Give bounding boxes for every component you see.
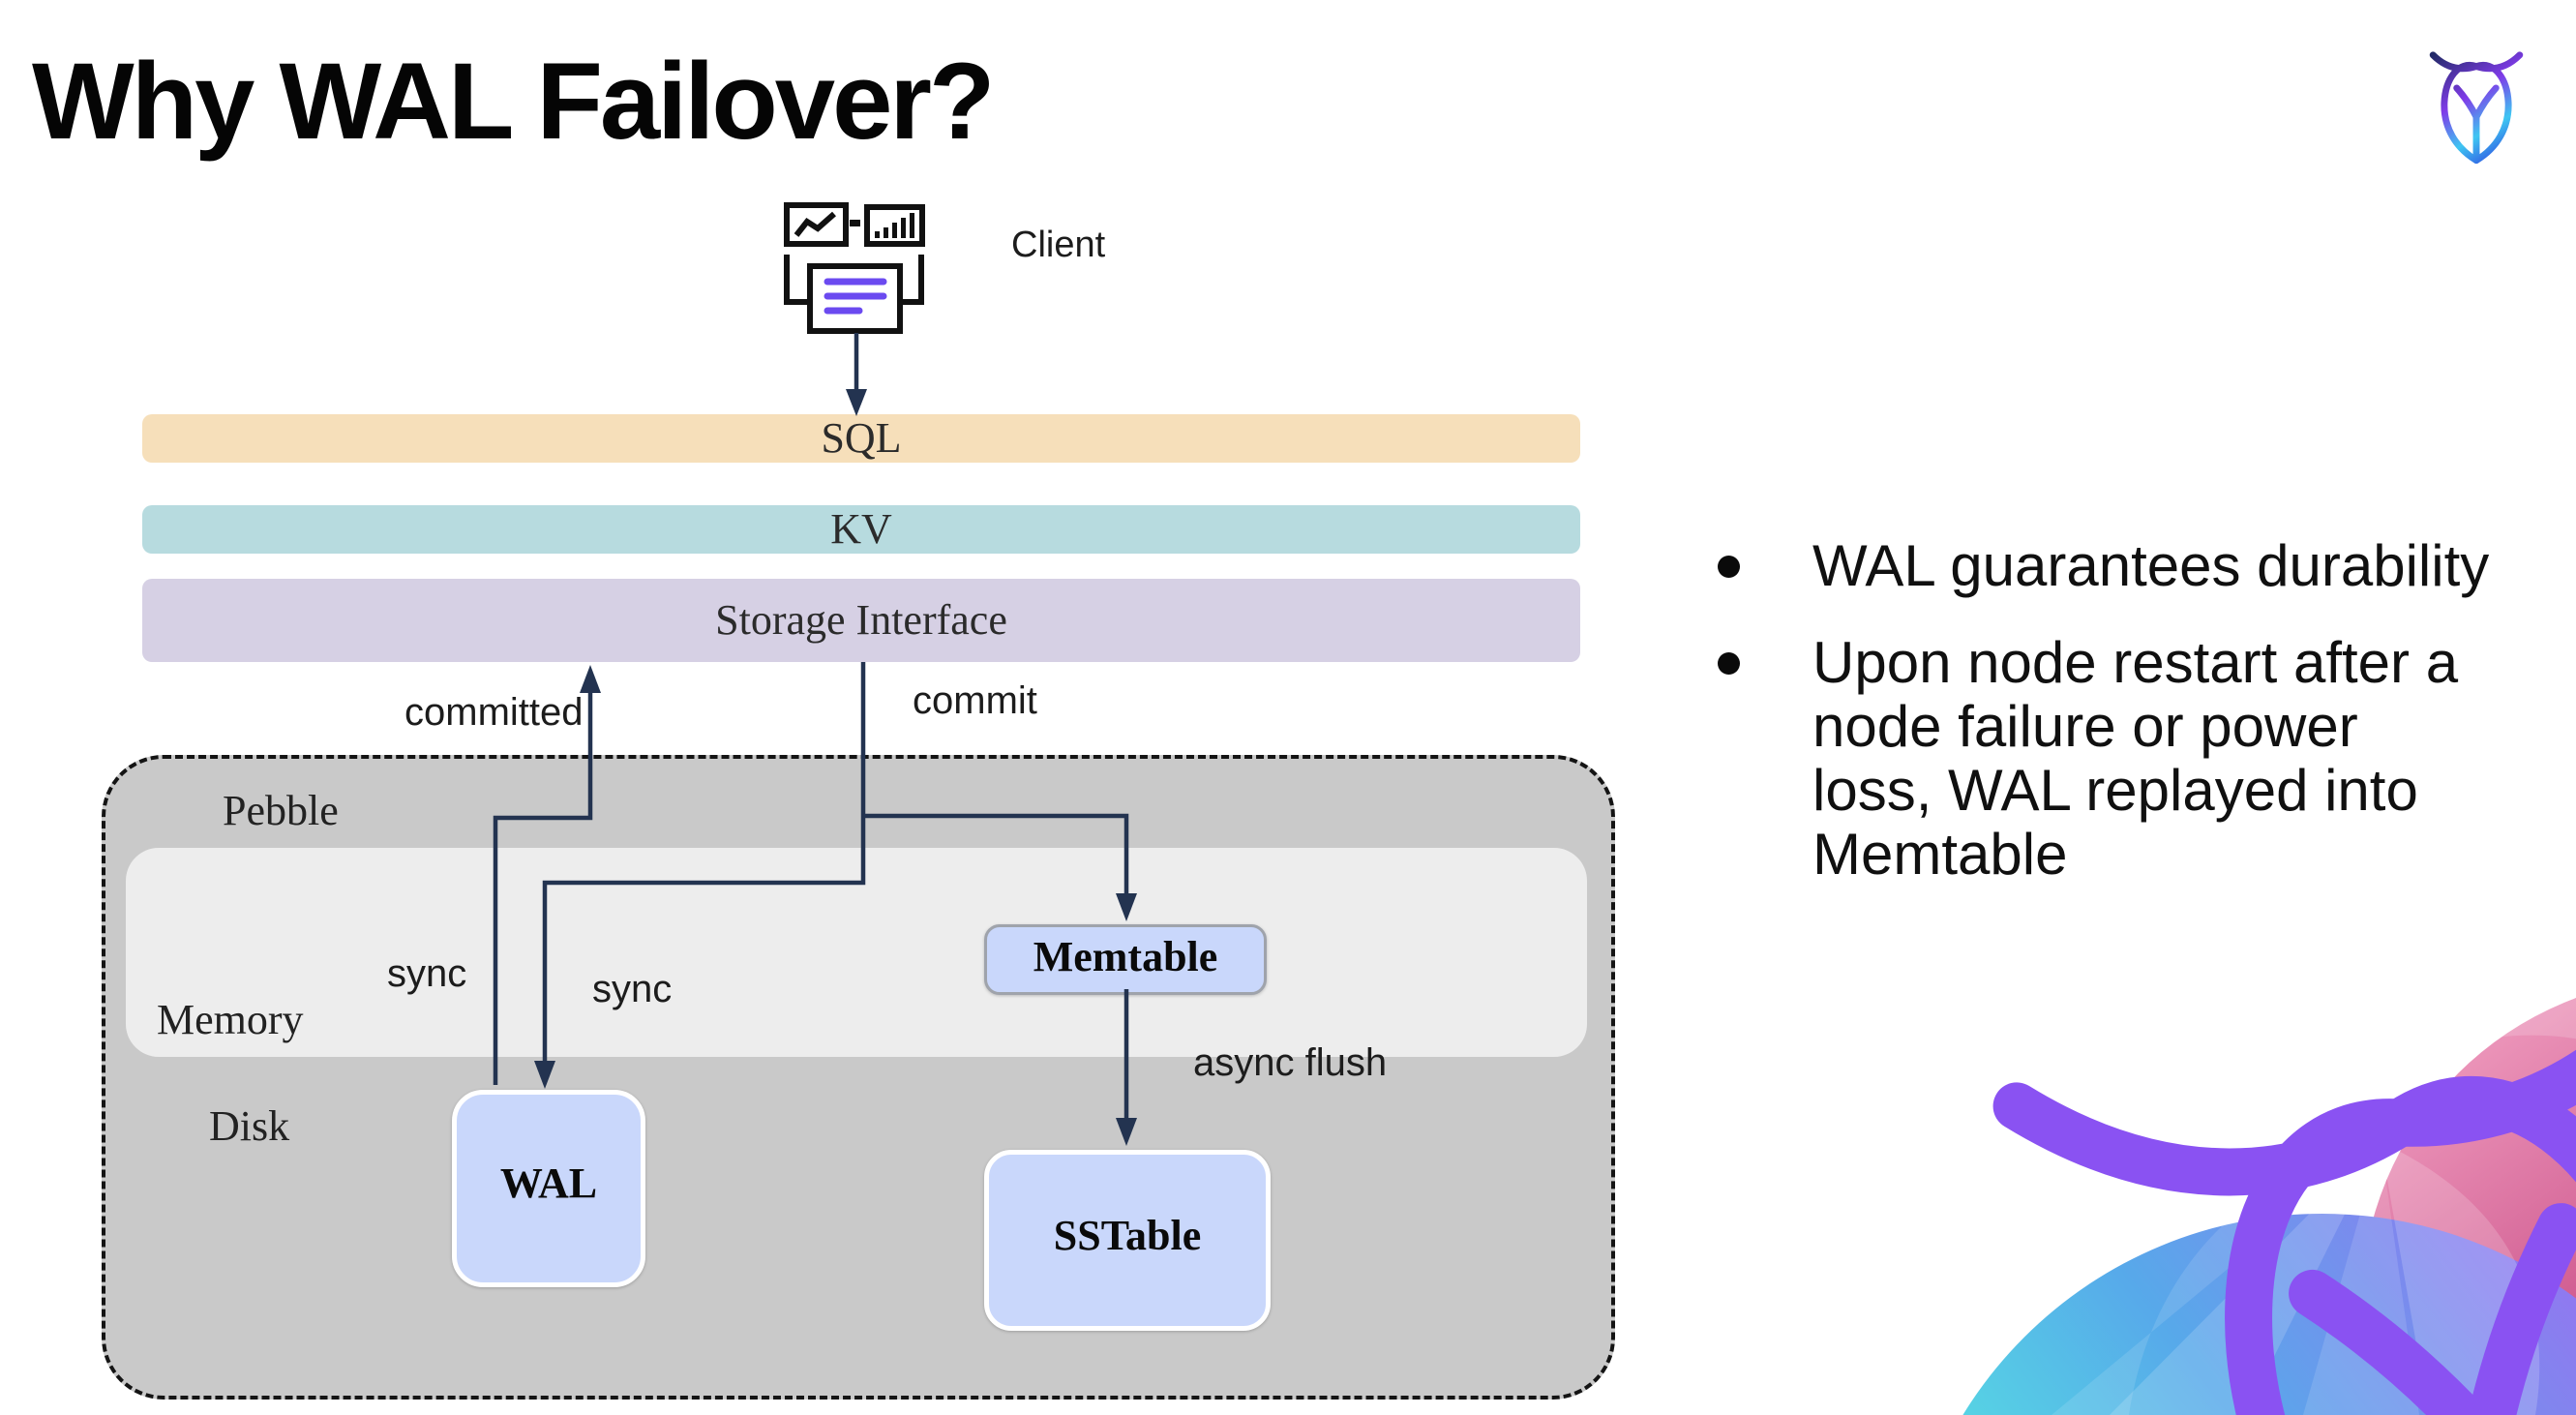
edge-label-sync-left: sync	[387, 952, 467, 995]
bullet-list: WAL guarantees durability Upon node rest…	[1718, 534, 2492, 919]
arrowhead-sql	[846, 389, 867, 416]
storage-interface-bar: Storage Interface	[142, 579, 1580, 662]
edge-label-commit: commit	[913, 679, 1037, 722]
dash-connector	[850, 220, 860, 226]
arrowhead-committed	[580, 665, 601, 693]
kv-layer-label: KV	[830, 505, 892, 553]
memory-zone-band	[126, 848, 1587, 1057]
wal-node: WAL	[452, 1090, 645, 1287]
kv-layer-bar: KV	[142, 505, 1580, 554]
list-item: WAL guarantees durability	[1718, 534, 2492, 598]
sql-layer-bar: SQL	[142, 414, 1580, 463]
client-icon	[784, 202, 925, 334]
sql-layer-label: SQL	[821, 414, 902, 462]
cockroachdb-sphere-decoration-icon	[1962, 929, 2576, 1415]
client-label: Client	[1011, 225, 1106, 265]
bullet-text: Upon node restart after a node failure o…	[1812, 630, 2459, 887]
bullet-dot-icon	[1718, 652, 1740, 675]
memtable-node: Memtable	[984, 924, 1267, 995]
bullet-dot-icon	[1718, 556, 1740, 578]
document-icon	[784, 255, 924, 334]
pebble-label: Pebble	[223, 787, 339, 834]
edge-label-sync-right: sync	[592, 968, 673, 1010]
list-item: Upon node restart after a node failure o…	[1718, 631, 2492, 887]
bar-chart-icon	[864, 204, 925, 247]
edge-label-async-flush: async flush	[1193, 1041, 1388, 1084]
disk-zone-label: Disk	[209, 1102, 290, 1150]
edge-label-committed: committed	[404, 691, 584, 734]
page-title: Why WAL Failover?	[32, 41, 995, 162]
sstable-node: SSTable	[984, 1150, 1271, 1331]
bullet-text: WAL guarantees durability	[1812, 533, 2490, 598]
memtable-node-label: Memtable	[1033, 933, 1218, 980]
memory-zone-label: Memory	[157, 996, 304, 1043]
cockroachdb-logo-icon	[2429, 51, 2524, 165]
line-chart-icon	[784, 202, 849, 247]
wal-node-label: WAL	[499, 1159, 598, 1207]
sstable-node-label: SSTable	[1053, 1212, 1202, 1259]
storage-interface-label: Storage Interface	[715, 596, 1007, 644]
